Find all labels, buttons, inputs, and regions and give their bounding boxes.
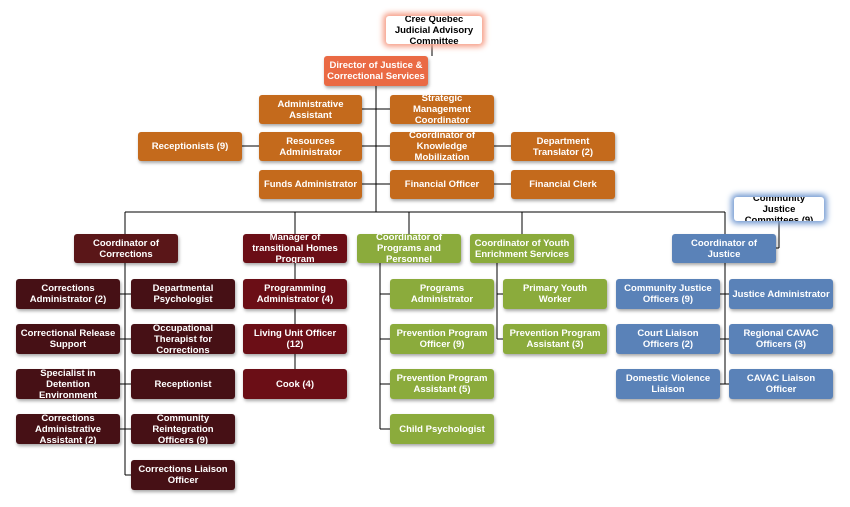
node-living-unit-officer: Living Unit Officer (12) [243, 324, 347, 354]
node-director: Director of Justice & Correctional Servi… [324, 56, 428, 86]
node-strategic-management: Strategic Management Coordinator [390, 95, 494, 124]
node-cavac-liaison: CAVAC Liaison Officer [729, 369, 833, 399]
node-correctional-release: Correctional Release Support [16, 324, 120, 354]
node-departmental-psychologist: Departmental Psychologist [131, 279, 235, 309]
node-specialist-detention: Specialist in Detention Environment [16, 369, 120, 399]
node-primary-youth-worker: Primary Youth Worker [503, 279, 607, 309]
node-funds-administrator: Funds Administrator [259, 170, 362, 199]
node-community-justice-committees: Community Justice Committees (9) [734, 197, 824, 221]
node-prevention-program-assistant-3: Prevention Program Assistant (3) [503, 324, 607, 354]
node-corrections-receptionist: Receptionist [131, 369, 235, 399]
node-knowledge-mobilization: Coordinator of Knowledge Mobilization [390, 132, 494, 161]
node-corrections-admin-assistant: Corrections Administrative Assistant (2) [16, 414, 120, 444]
node-child-psychologist: Child Psychologist [390, 414, 494, 444]
node-domestic-violence: Domestic Violence Liaison [616, 369, 720, 399]
node-community-justice-officers: Community Justice Officers (9) [616, 279, 720, 309]
node-prevention-program-assistant-5: Prevention Program Assistant (5) [390, 369, 494, 399]
node-court-liaison: Court Liaison Officers (2) [616, 324, 720, 354]
node-programs-administrator: Programs Administrator [390, 279, 494, 309]
node-resources-administrator: Resources Administrator [259, 132, 362, 161]
node-corrections-administrator: Corrections Administrator (2) [16, 279, 120, 309]
node-administrative-assistant: Administrative Assistant [259, 95, 362, 124]
node-cook: Cook (4) [243, 369, 347, 399]
node-prevention-program-officer: Prevention Program Officer (9) [390, 324, 494, 354]
node-community-reintegration: Community Reintegration Officers (9) [131, 414, 235, 444]
node-financial-officer: Financial Officer [390, 170, 494, 199]
node-coordinator-corrections: Coordinator of Corrections [74, 234, 178, 263]
node-coordinator-youth: Coordinator of Youth Enrichment Services [470, 234, 574, 263]
node-cree-quebec: Cree Quebec Judicial Advisory Committee [386, 16, 482, 44]
node-programming-administrator: Programming Administrator (4) [243, 279, 347, 309]
node-corrections-liaison: Corrections Liaison Officer [131, 460, 235, 490]
node-coordinator-programs: Coordinator of Programs and Personnel [357, 234, 461, 263]
node-justice-administrator: Justice Administrator [729, 279, 833, 309]
node-coordinator-justice: Coordinator of Justice [672, 234, 776, 263]
node-manager-homes: Manager of transitional Homes Program [243, 234, 347, 263]
node-receptionists: Receptionists (9) [138, 132, 242, 161]
node-financial-clerk: Financial Clerk [511, 170, 615, 199]
node-regional-cavac: Regional CAVAC Officers (3) [729, 324, 833, 354]
node-department-translator: Department Translator (2) [511, 132, 615, 161]
node-occupational-therapist: Occupational Therapist for Corrections [131, 324, 235, 354]
